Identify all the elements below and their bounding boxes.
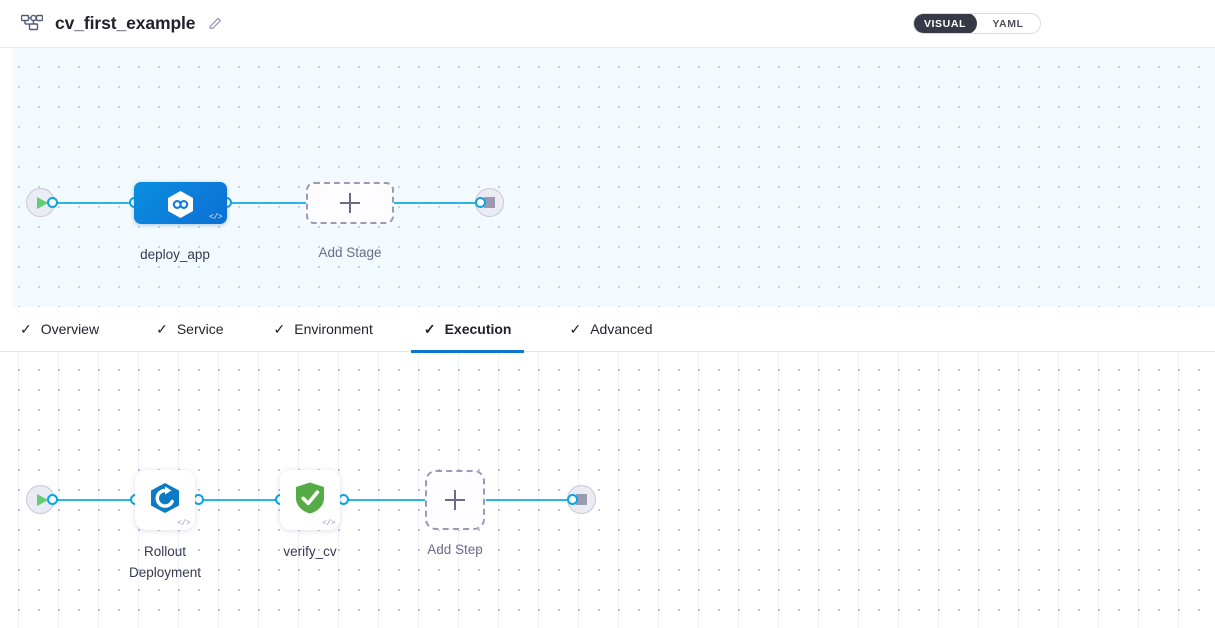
view-mode-toggle[interactable]: VISUAL YAML — [913, 13, 1041, 34]
edge-start-to-deploy — [52, 202, 136, 204]
step-label-verify-cv: verify_cv — [250, 541, 370, 562]
connector-dot-end[interactable] — [475, 197, 486, 208]
add-stage-label: Add Stage — [318, 245, 382, 260]
toggle-option-visual[interactable]: VISUAL — [914, 14, 977, 33]
tab-label: Advanced — [590, 321, 653, 337]
harness-hexagon-icon — [165, 190, 196, 224]
tab-label: Environment — [294, 321, 373, 337]
tab-label: Overview — [40, 321, 100, 337]
play-icon — [36, 196, 48, 209]
tab-label: Service — [176, 321, 224, 337]
execution-steps-canvas[interactable]: </> Rollout Deployment </> verify_cv — [0, 352, 1215, 628]
code-badge-icon: </> — [177, 519, 190, 528]
edge-verify-to-addstep — [343, 499, 427, 501]
tab-service[interactable]: ✓ Service — [156, 307, 223, 352]
edge-addstep-to-end — [486, 499, 572, 501]
step-label-rollout-deployment: Rollout Deployment — [105, 541, 225, 583]
add-step-button[interactable] — [425, 470, 485, 530]
connector-dot-steps-end[interactable] — [567, 494, 578, 505]
edge-rollout-to-verify — [198, 499, 282, 501]
edge-deploy-to-addstage — [222, 202, 308, 204]
pipeline-nodes-icon — [21, 13, 43, 35]
check-icon: ✓ — [423, 321, 436, 337]
check-icon: ✓ — [273, 321, 286, 337]
check-icon: ✓ — [569, 321, 582, 337]
connector-dot-start[interactable] — [47, 197, 58, 208]
canvas-left-fade-steps — [0, 352, 17, 628]
green-shield-check-icon — [293, 481, 327, 520]
step-node-verify-cv[interactable]: </> — [280, 470, 340, 530]
stage-config-tabs[interactable]: ✓ Overview ✓ Service ✓ Environment ✓ Exe… — [0, 307, 1215, 353]
tab-environment[interactable]: ✓ Environment — [274, 307, 373, 352]
step-label-line2: Deployment — [128, 565, 202, 580]
edge-addstage-to-end — [391, 202, 480, 204]
stage-node-deploy-app[interactable]: </> — [134, 182, 227, 224]
code-badge-icon: </> — [322, 519, 335, 528]
plus-icon — [340, 193, 360, 213]
toggle-option-yaml[interactable]: YAML — [992, 17, 1024, 30]
stop-icon — [484, 197, 495, 208]
add-stage-button[interactable] — [306, 182, 394, 224]
pencil-edit-icon[interactable] — [207, 16, 223, 32]
add-step-label: Add Step — [427, 542, 483, 557]
tab-label: Execution — [444, 321, 512, 337]
code-badge-icon: </> — [209, 213, 222, 222]
stage-label-deploy-app: deploy_app — [140, 247, 210, 262]
tab-advanced[interactable]: ✓ Advanced — [569, 307, 652, 352]
step-label-line1: Rollout — [143, 544, 187, 559]
connector-dot-steps-start[interactable] — [47, 494, 58, 505]
tab-overview[interactable]: ✓ Overview — [20, 307, 99, 352]
plus-icon — [445, 490, 465, 510]
app-header: cv_first_example VISUAL YAML — [0, 0, 1215, 48]
edge-start-to-rollout — [52, 499, 136, 501]
rollout-deployment-hexagon-icon — [148, 482, 182, 519]
check-icon: ✓ — [156, 321, 168, 337]
canvas-left-fade — [0, 48, 17, 307]
tab-execution[interactable]: ✓ Execution — [410, 307, 525, 353]
step-node-rollout-deployment[interactable]: </> — [135, 470, 195, 530]
step-label-line1: verify_cv — [283, 544, 337, 559]
stop-icon — [576, 494, 587, 505]
check-icon: ✓ — [20, 321, 32, 337]
page-title: cv_first_example — [55, 13, 196, 33]
play-icon — [36, 493, 48, 506]
stage-graph-canvas[interactable]: </> deploy_app Add Stage — [0, 48, 1215, 307]
